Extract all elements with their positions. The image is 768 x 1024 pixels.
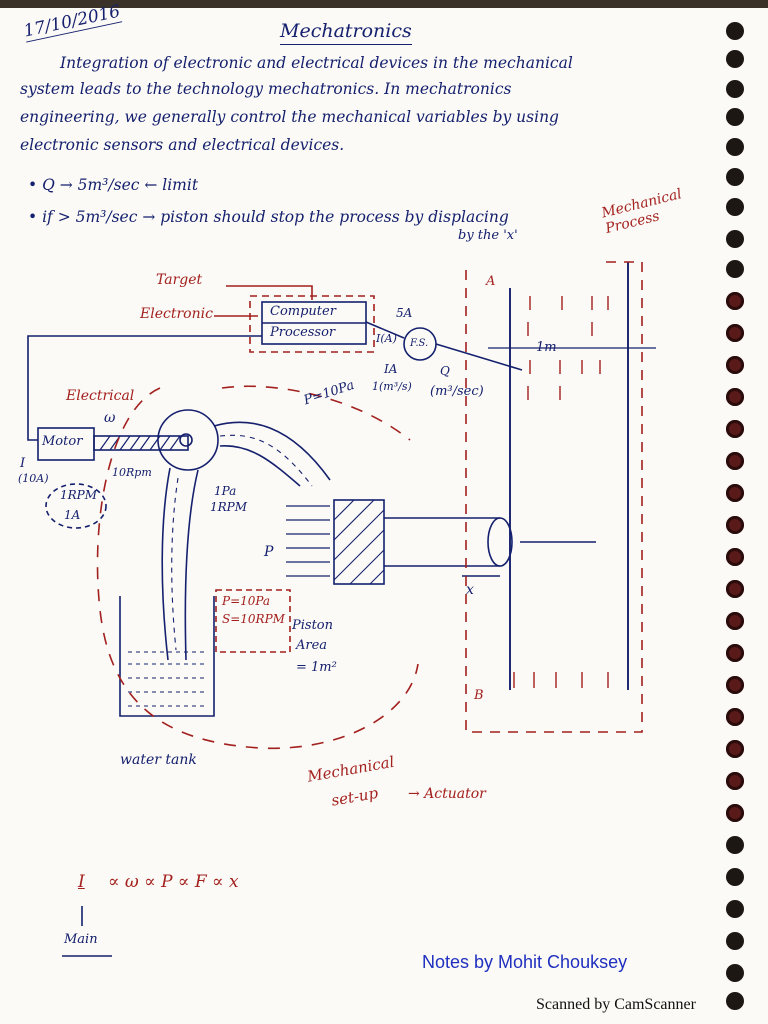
pump-circle — [157, 409, 219, 471]
intro-line-2: system leads to the technology mechatron… — [20, 80, 512, 98]
pressure-p-label: P — [264, 544, 274, 560]
binding-hole — [726, 230, 744, 248]
spiral-binding — [714, 12, 754, 1010]
binding-hole — [726, 452, 744, 470]
computer-label: Computer — [270, 304, 336, 319]
binding-hole — [726, 516, 744, 534]
binding-hole — [726, 168, 744, 186]
binding-hole — [726, 138, 744, 156]
piston-label: Piston — [292, 618, 333, 633]
binding-hole — [726, 676, 744, 694]
binding-hole — [726, 932, 744, 950]
binding-hole — [726, 992, 744, 1010]
binding-hole — [726, 644, 744, 662]
width-1m-label: 1m — [536, 340, 557, 355]
target-label: Target — [156, 272, 203, 288]
page-title: Mechatronics — [280, 20, 412, 45]
binding-hole — [726, 388, 744, 406]
electronic-label: Electronic — [140, 306, 213, 322]
scanner-watermark: Scanned by CamScanner — [536, 996, 696, 1013]
displacement-x-label: x — [466, 582, 474, 598]
page-top-edge — [0, 0, 768, 8]
electrical-label: Electrical — [66, 388, 135, 404]
processor-label: Processor — [270, 325, 336, 340]
binding-hole — [726, 772, 744, 790]
binding-hole — [726, 198, 744, 216]
binding-hole — [726, 108, 744, 126]
area-value-label: = 1m² — [296, 660, 337, 675]
binding-hole — [726, 964, 744, 982]
ia-motor-label: 1A — [64, 508, 81, 522]
binding-hole — [726, 356, 744, 374]
binding-hole — [726, 804, 744, 822]
omega-label: ω — [104, 410, 116, 426]
bullet-piston-cont: by the 'x' — [458, 228, 518, 243]
relation-chain: ∝ ω ∝ P ∝ F ∝ x — [108, 872, 239, 892]
relation-current: I — [78, 872, 85, 892]
rpm-1-label: 1RPM — [210, 500, 248, 514]
binding-hole — [726, 580, 744, 598]
point-a-label: A — [486, 274, 496, 289]
actuator-label: → Actuator — [408, 786, 486, 802]
m3s-fraction-label: 1(m³/s) — [372, 380, 412, 393]
binding-hole — [726, 548, 744, 566]
current-i-label: I — [20, 456, 26, 471]
piston-block — [333, 499, 385, 585]
binding-hole — [726, 80, 744, 98]
binding-hole — [726, 260, 744, 278]
ia-label: I(A) — [376, 332, 397, 345]
piston-rod-end — [487, 517, 513, 567]
motor-label: Motor — [42, 434, 83, 449]
ia-small-label: IA — [384, 362, 398, 376]
binding-hole — [726, 420, 744, 438]
binding-hole — [726, 836, 744, 854]
binding-hole — [726, 612, 744, 630]
q-label: Q — [440, 364, 450, 378]
binding-hole — [726, 740, 744, 758]
binding-hole — [726, 292, 744, 310]
fs-label: F.S. — [410, 338, 429, 349]
intro-line-4: electronic sensors and electrical device… — [20, 136, 345, 154]
notes-credit: Notes by Mohit Chouksey — [422, 952, 628, 972]
bullet-limit: • Q → 5m³/sec ← limit — [28, 176, 199, 194]
bullet-piston: • if > 5m³/sec → piston should stop the … — [28, 208, 509, 226]
binding-hole — [726, 484, 744, 502]
intro-line-1: Integration of electronic and electrical… — [60, 54, 573, 72]
box-s-label: S=10RPM — [222, 612, 285, 626]
water-tank-label: water tank — [120, 752, 197, 768]
irpm-label: 1RPM — [60, 488, 98, 502]
binding-hole — [726, 708, 744, 726]
binding-hole — [726, 324, 744, 342]
sa-label: 5A — [396, 306, 413, 320]
relation-main-label: Main — [64, 932, 98, 947]
rpm-10-label: 10Rpm — [112, 466, 152, 479]
point-b-label: B — [474, 688, 484, 703]
current-10a-label: (10A) — [18, 472, 49, 485]
binding-hole — [726, 50, 744, 68]
binding-hole — [726, 868, 744, 886]
pa-1-label: 1Pa — [214, 484, 237, 498]
q-units-label: (m³/sec) — [430, 384, 484, 399]
area-label: Area — [296, 638, 328, 653]
box-p-label: P=10Pa — [222, 594, 271, 608]
binding-hole — [726, 22, 744, 40]
binding-hole — [726, 900, 744, 918]
intro-line-3: engineering, we generally control the me… — [20, 108, 559, 126]
